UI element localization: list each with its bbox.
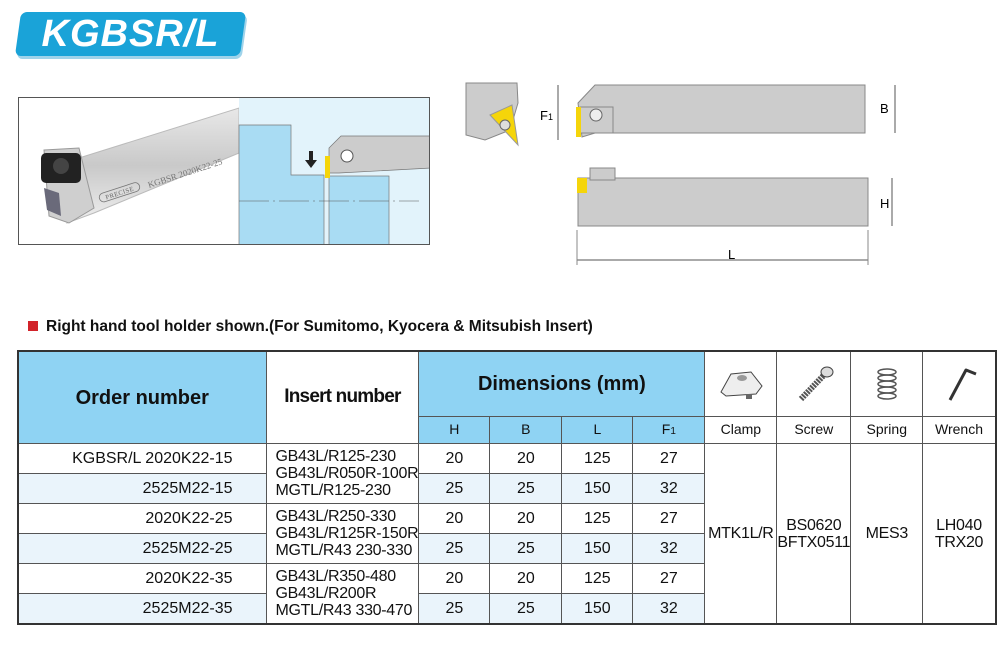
spec-table: Order number Insert number Dimensions (m…	[17, 350, 997, 625]
dim-l-cell: 125	[561, 503, 634, 534]
dim-h-cell: 25	[418, 593, 491, 625]
svg-text:B: B	[880, 101, 889, 116]
dim-b-cell: 25	[489, 593, 563, 625]
dim-f1-cell: 32	[632, 533, 706, 564]
spring-part-cell: MES3	[850, 443, 924, 625]
spring-label: Spring	[850, 416, 924, 444]
order-number-cell: 2525M22-25	[17, 533, 267, 564]
dim-h-cell: 20	[418, 563, 491, 594]
order-number-cell: KGBSR/L 2020K22-15	[17, 443, 267, 474]
product-logo: KGBSR/L	[14, 12, 247, 56]
dim-b-cell: 25	[489, 473, 563, 504]
screw-label: Screw	[776, 416, 852, 444]
dim-f1-cell: 32	[632, 473, 706, 504]
screw-image-cell	[776, 350, 852, 417]
wrench-label: Wrench	[922, 416, 997, 444]
dim-b-cell: 20	[489, 563, 563, 594]
clamp-label: Clamp	[704, 416, 778, 444]
clamp-image-cell	[704, 350, 778, 417]
dim-h-cell: 25	[418, 473, 491, 504]
svg-text:F1: F1	[540, 108, 553, 123]
product-photo-and-application: PRECISE KGBSR 2020K22-25	[18, 97, 430, 245]
svg-text:H: H	[880, 196, 889, 211]
dimension-drawing: F1 B H L	[465, 82, 896, 265]
svg-text:L: L	[728, 247, 735, 262]
insert-number-header: Insert number	[265, 350, 420, 444]
dim-h-cell: 20	[418, 503, 491, 534]
tool-holder-illustration: PRECISE KGBSR 2020K22-25	[41, 98, 429, 244]
dim-header-h: H	[418, 416, 491, 444]
dim-header-b: B	[489, 416, 563, 444]
dim-l-cell: 125	[561, 443, 634, 474]
spring-image-cell	[850, 350, 924, 417]
dim-l-cell: 150	[561, 593, 634, 625]
wrench-image-cell	[922, 350, 997, 417]
order-number-cell: 2020K22-35	[17, 563, 267, 594]
dim-b-cell: 20	[489, 443, 563, 474]
order-number-cell: 2525M22-35	[17, 593, 267, 625]
wrench-icon	[948, 368, 977, 401]
screw-icon	[798, 366, 834, 402]
clamp-part-cell: MTK1L/R	[704, 443, 778, 625]
bullet-icon	[28, 321, 38, 331]
section-title: Right hand tool holder shown.(For Sumito…	[28, 318, 593, 336]
clamp-icon	[720, 371, 763, 399]
spring-icon	[877, 368, 897, 400]
dim-h-cell: 20	[418, 443, 491, 474]
dim-l-cell: 150	[561, 533, 634, 564]
dim-f1-cell: 32	[632, 593, 706, 625]
order-number-cell: 2020K22-25	[17, 503, 267, 534]
feed-direction-arrow-icon	[305, 151, 317, 168]
dim-l-cell: 125	[561, 563, 634, 594]
dim-b-cell: 20	[489, 503, 563, 534]
order-number-cell: 2525M22-15	[17, 473, 267, 504]
dim-header-f1: F1	[632, 416, 706, 444]
dim-f1-cell: 27	[632, 563, 706, 594]
dim-f1-cell: 27	[632, 443, 706, 474]
dim-header-l: L	[561, 416, 634, 444]
dim-h-cell: 25	[418, 533, 491, 564]
dim-b-cell: 25	[489, 533, 563, 564]
dim-f1-cell: 27	[632, 503, 706, 534]
dim-l-cell: 150	[561, 473, 634, 504]
dimensions-header: Dimensions (mm)	[418, 350, 706, 417]
order-number-header: Order number	[17, 350, 267, 444]
